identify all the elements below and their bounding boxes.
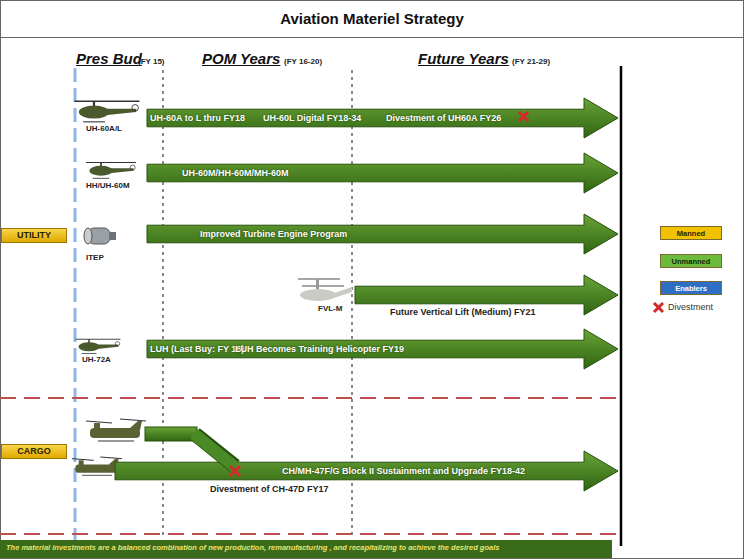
category-name: CARGO (2, 446, 66, 456)
aircraft-label: UH-60A/L (86, 124, 122, 133)
arrow-polygon (147, 153, 618, 193)
arrow-polygon (147, 329, 618, 369)
legend-text: Unmanned (661, 257, 721, 266)
arrow-polygon (147, 98, 618, 138)
fiscal-year-range: (FY 21-29) (512, 57, 550, 66)
caption-text: The material investments are a balanced … (6, 543, 499, 552)
arrow-polygon (147, 214, 618, 254)
legend-swatch: Unmanned (660, 254, 722, 268)
milestone-text: Improved Turbine Engine Program (200, 228, 347, 240)
milestone-text: LUH (Last Buy: FY 16) (150, 343, 244, 355)
timeline-arrow: Improved Turbine Engine Program (147, 214, 618, 254)
aircraft-label: UH-72A (82, 355, 111, 364)
band-rect (145, 427, 197, 441)
connector-outline (195, 434, 235, 466)
engine-label: ITEP (86, 253, 104, 262)
milestone-text: Divestment of UH60A FY26 (386, 112, 501, 124)
legend-swatch: Manned (660, 226, 722, 240)
fiscal-year-range: (FY 16-20) (284, 57, 322, 66)
timeline-arrow: CH/MH-47F/G Block II Sustainment and Upg… (115, 451, 618, 491)
milestone-text: UH-60M/HH-60M/MH-60M (182, 167, 289, 179)
legend-text: Enablers (661, 284, 721, 293)
merge-connector (194, 434, 235, 467)
category-tag: UTILITY (1, 228, 67, 243)
timeline-arrow: Future Vertical Lift (Medium) FY21 (355, 275, 618, 315)
category-name: UTILITY (2, 230, 66, 240)
arrow-shape (145, 427, 197, 441)
column-header: POM Years (202, 50, 280, 67)
column-header: Future Years (418, 50, 509, 67)
milestone-text: CH/MH-47F/G Block II Sustainment and Upg… (282, 465, 525, 477)
divested-band: Divestment of CH-47D FY17 (145, 427, 197, 441)
timeline-arrow: UH-60M/HH-60M/MH-60M (147, 153, 618, 193)
column-header: Pres Bud (76, 50, 142, 67)
connector-line (194, 434, 235, 467)
legend-swatch: Enablers (660, 281, 722, 295)
timeline-arrow: LUH (Last Buy: FY 16)LUH Becomes Trainin… (147, 329, 618, 369)
category-tag: CARGO (1, 444, 67, 459)
diagram-title: Aviation Materiel Strategy (0, 10, 744, 27)
fiscal-year-range: (FY 15) (138, 57, 165, 66)
milestone-text: UH-60L Digital FY18-34 (263, 112, 361, 124)
timeline-arrow: UH-60A to L thru FY18 UH-60L Digital FY18… (147, 98, 618, 138)
milestone-text: Future Vertical Lift (Medium) FY21 (390, 307, 536, 317)
aircraft-label: HH/UH-60M (86, 181, 130, 190)
milestone-text: Divestment of CH-47D FY17 (210, 484, 329, 494)
milestone-text: UH-60A to L thru FY18 (150, 112, 245, 124)
milestone-text: LUH Becomes Training Helicopter FY19 (235, 343, 404, 355)
legend-text: Divestment (668, 302, 713, 312)
legend-text: Manned (661, 229, 721, 238)
arrow-polygon (115, 451, 618, 491)
aircraft-label: FVL-M (318, 304, 342, 313)
